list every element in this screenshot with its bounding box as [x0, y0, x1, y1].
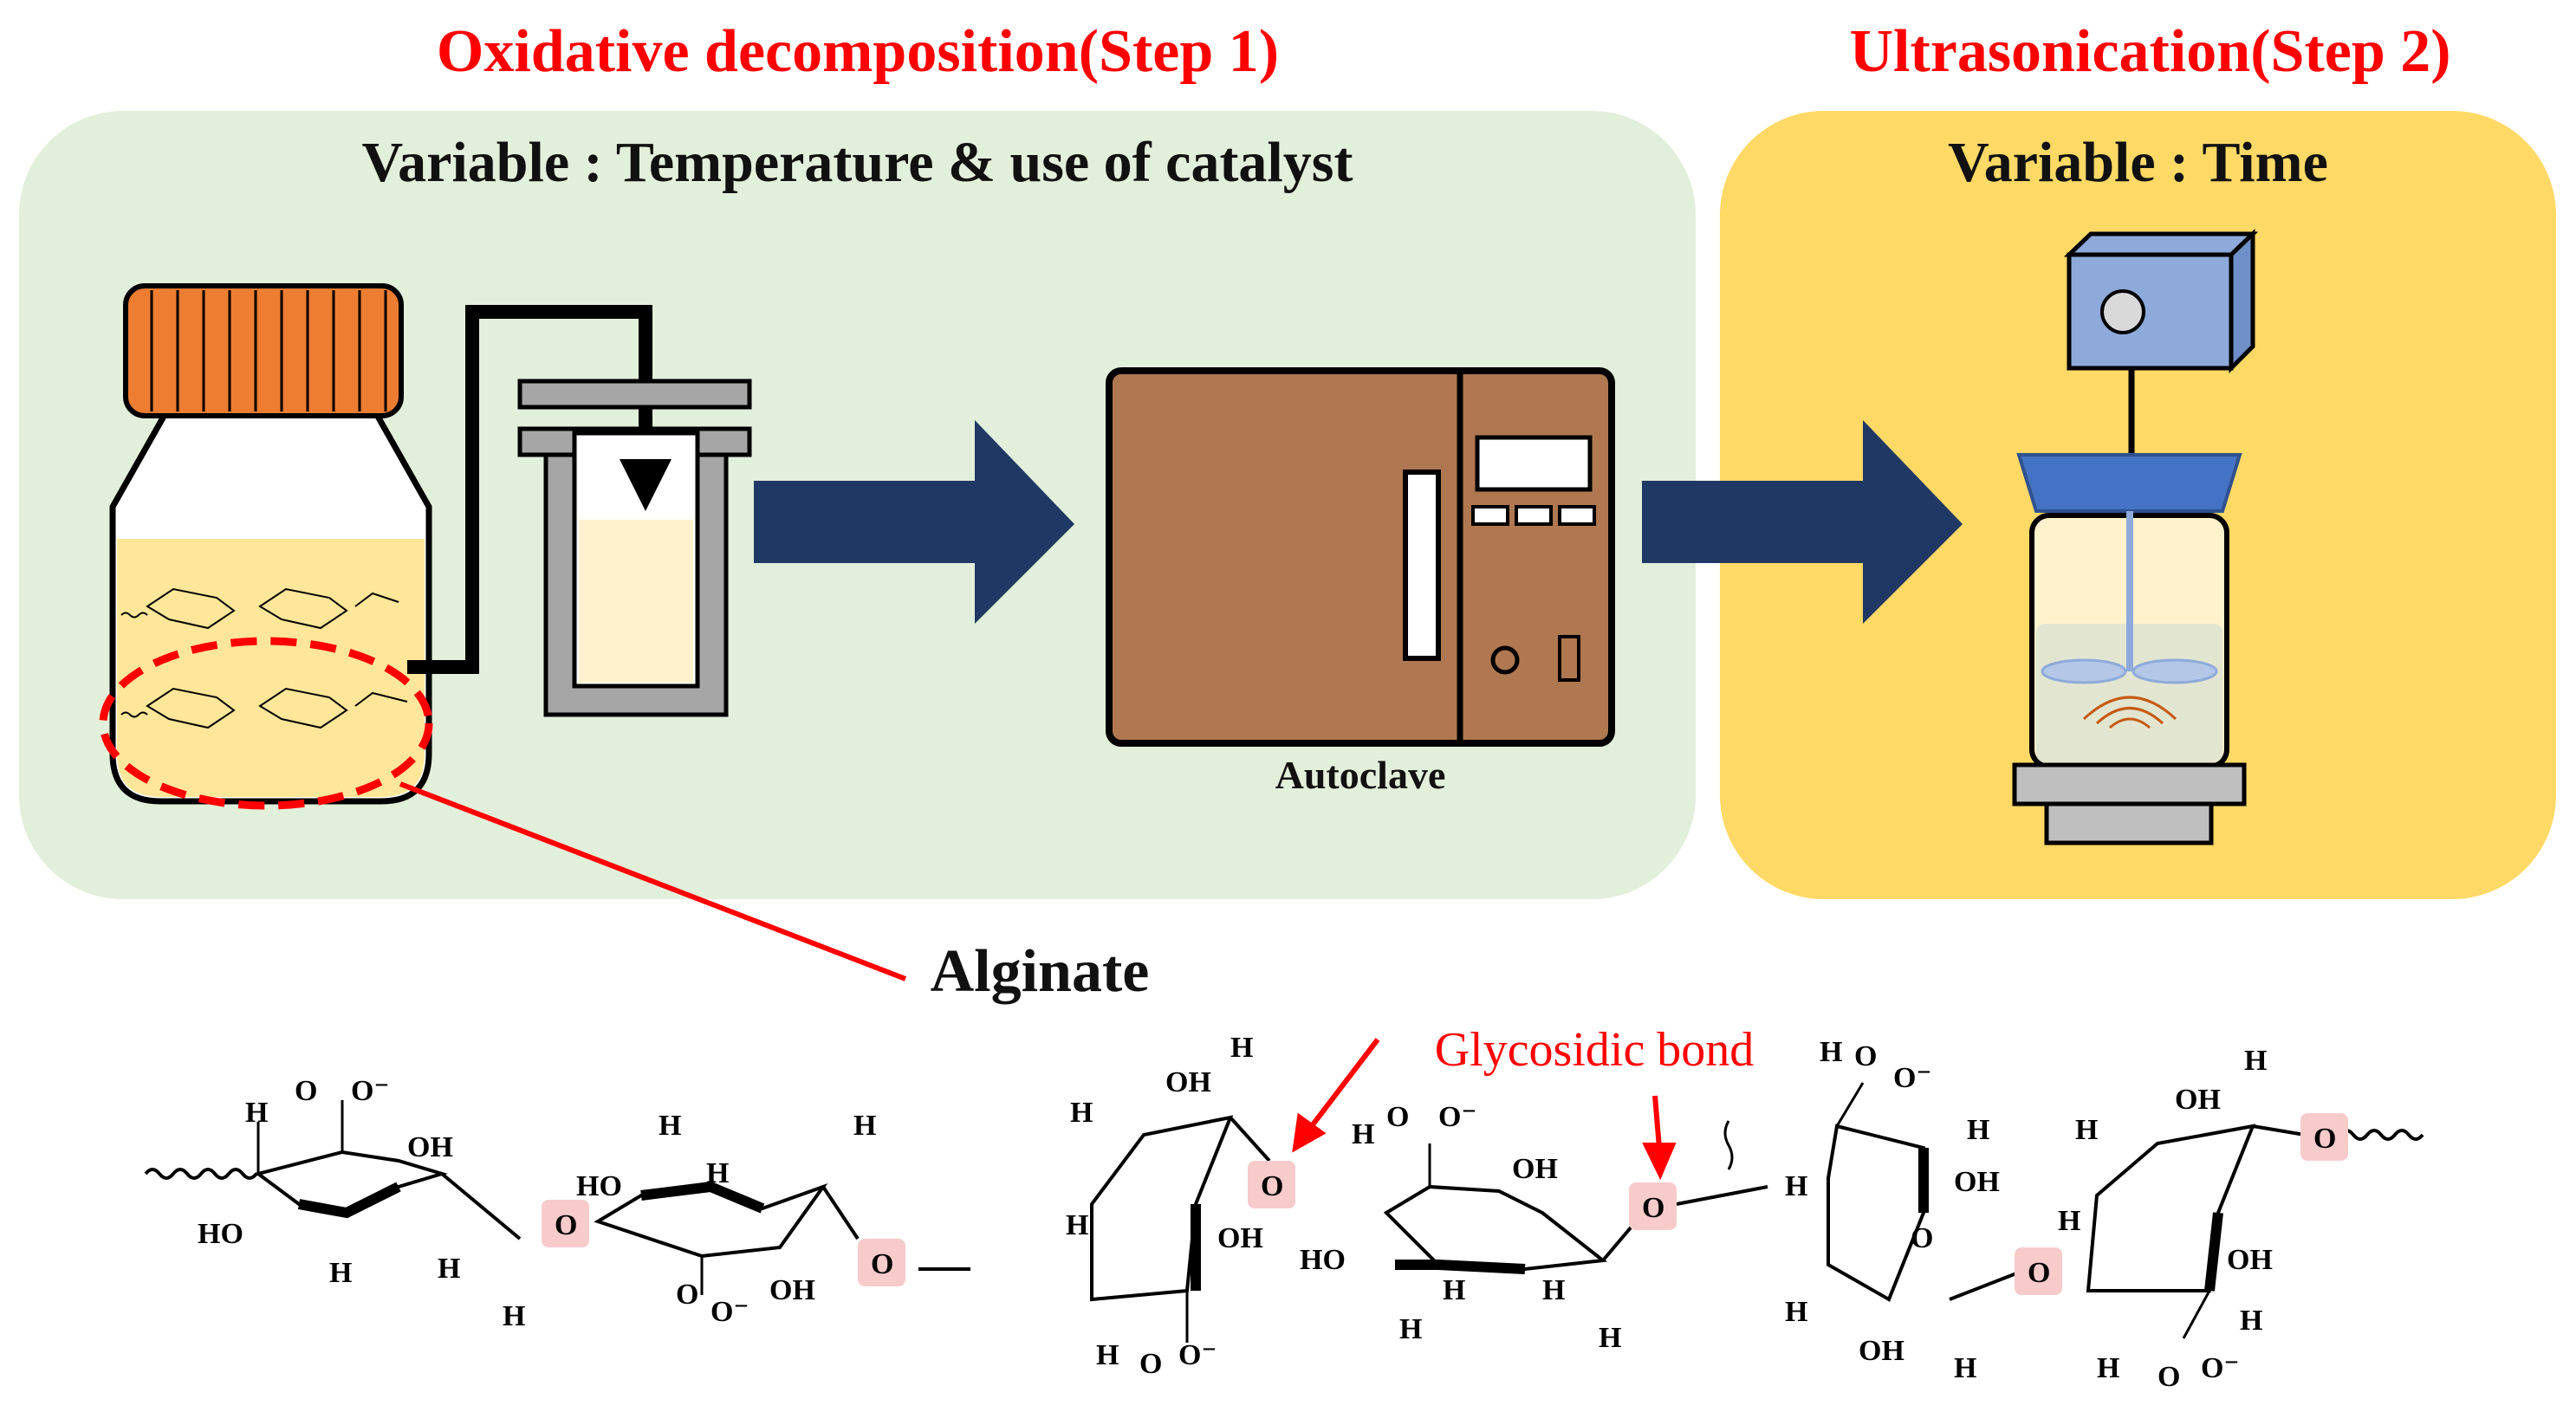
alginate-label: Alginate: [930, 938, 1150, 1005]
svg-text:O: O: [1642, 1192, 1664, 1224]
svg-text:H: H: [2097, 1352, 2119, 1384]
svg-text:OH: OH: [1859, 1335, 1904, 1367]
svg-text:H: H: [503, 1300, 525, 1332]
step2-title: Ultrasonication(Step 2): [1849, 18, 2451, 85]
svg-text:H: H: [1967, 1114, 1989, 1146]
svg-text:H: H: [2240, 1305, 2262, 1337]
glycosidic-oxygen-highlights: [542, 1113, 2348, 1295]
svg-text:H: H: [245, 1097, 268, 1129]
process-arrow-2-icon: [1642, 420, 1963, 624]
svg-text:H: H: [2075, 1114, 2098, 1146]
svg-text:H: H: [1352, 1118, 1374, 1150]
svg-text:H: H: [1954, 1352, 1976, 1384]
transfer-tube: [407, 305, 652, 674]
reaction-vessel-icon: [517, 379, 752, 717]
alginate-pointer-line: [399, 781, 907, 981]
glycosidic-bond-label: Glycosidic bond: [1434, 1023, 1755, 1077]
svg-text:O: O: [2028, 1257, 2050, 1289]
svg-text:O: O: [676, 1279, 698, 1311]
svg-text:O: O: [2313, 1123, 2336, 1155]
svg-text:OH: OH: [769, 1274, 815, 1306]
svg-text:O: O: [555, 1209, 577, 1241]
svg-text:H: H: [1785, 1170, 1807, 1202]
svg-text:O: O: [1139, 1348, 1162, 1380]
glycosidic-bond-arrows: [1292, 1038, 1677, 1181]
svg-text:H: H: [853, 1110, 876, 1142]
svg-text:H: H: [1399, 1313, 1422, 1345]
svg-text:OH: OH: [1954, 1166, 2000, 1198]
svg-text:H: H: [1785, 1296, 1807, 1328]
step1-title: Oxidative decomposition(Step 1): [436, 18, 1280, 85]
svg-text:OH: OH: [1512, 1153, 1558, 1185]
mini-alginate-icon: [120, 587, 408, 729]
svg-text:O: O: [1261, 1170, 1283, 1202]
svg-text:O: O: [871, 1248, 893, 1280]
svg-text:O: O: [1911, 1222, 1933, 1254]
process-arrow-1-icon: [754, 420, 1074, 624]
svg-text:H: H: [1443, 1274, 1465, 1306]
svg-text:HO: HO: [576, 1170, 622, 1202]
svg-text:O⁻: O⁻: [2201, 1352, 2239, 1384]
ultrasonicator-icon: [2012, 229, 2259, 845]
svg-text:H: H: [1096, 1339, 1119, 1371]
svg-text:H: H: [1230, 1032, 1253, 1064]
svg-text:H: H: [1820, 1036, 1842, 1068]
svg-text:O⁻: O⁻: [351, 1075, 389, 1107]
svg-text:H: H: [1066, 1209, 1088, 1241]
alginate-structure: O O O O O O O O⁻ OH HO H H H H HO H H H …: [144, 1032, 2424, 1393]
svg-text:H: H: [706, 1157, 729, 1189]
svg-text:O⁻: O⁻: [1178, 1339, 1217, 1371]
svg-text:H: H: [1542, 1274, 1565, 1306]
svg-text:O: O: [1854, 1040, 1877, 1072]
svg-text:OH: OH: [1217, 1222, 1263, 1254]
svg-text:O: O: [2157, 1361, 2180, 1393]
svg-text:OH: OH: [2227, 1244, 2273, 1276]
svg-text:O: O: [1386, 1101, 1409, 1133]
atom-labels: O O O O O O O O⁻ OH HO H H H H HO H H H …: [198, 1032, 2336, 1393]
alginate-highlight-ellipse: [99, 637, 433, 810]
svg-text:HO: HO: [1300, 1244, 1346, 1276]
svg-text:OH: OH: [1165, 1066, 1211, 1098]
svg-text:O⁻: O⁻: [711, 1296, 749, 1328]
reagent-bottle-icon: [99, 283, 433, 810]
svg-text:H: H: [1599, 1322, 1621, 1354]
autoclave-label: Autoclave: [1275, 753, 1446, 797]
step2-variable-label: Variable : Time: [1948, 131, 2328, 194]
step1-variable-label: Variable : Temperature & use of catalyst: [361, 131, 1353, 194]
svg-text:H: H: [2058, 1205, 2080, 1237]
svg-text:OH: OH: [407, 1131, 453, 1163]
svg-text:H: H: [1070, 1097, 1093, 1129]
svg-text:H: H: [329, 1257, 352, 1289]
svg-text:H: H: [438, 1253, 460, 1285]
svg-text:HO: HO: [198, 1218, 243, 1250]
autoclave-icon: [1106, 367, 1615, 747]
svg-text:O⁻: O⁻: [1438, 1101, 1476, 1133]
svg-text:O: O: [295, 1075, 317, 1107]
svg-text:OH: OH: [2175, 1084, 2221, 1116]
svg-text:H: H: [659, 1110, 681, 1142]
svg-text:O⁻: O⁻: [1893, 1062, 1931, 1094]
svg-text:H: H: [2244, 1045, 2267, 1077]
